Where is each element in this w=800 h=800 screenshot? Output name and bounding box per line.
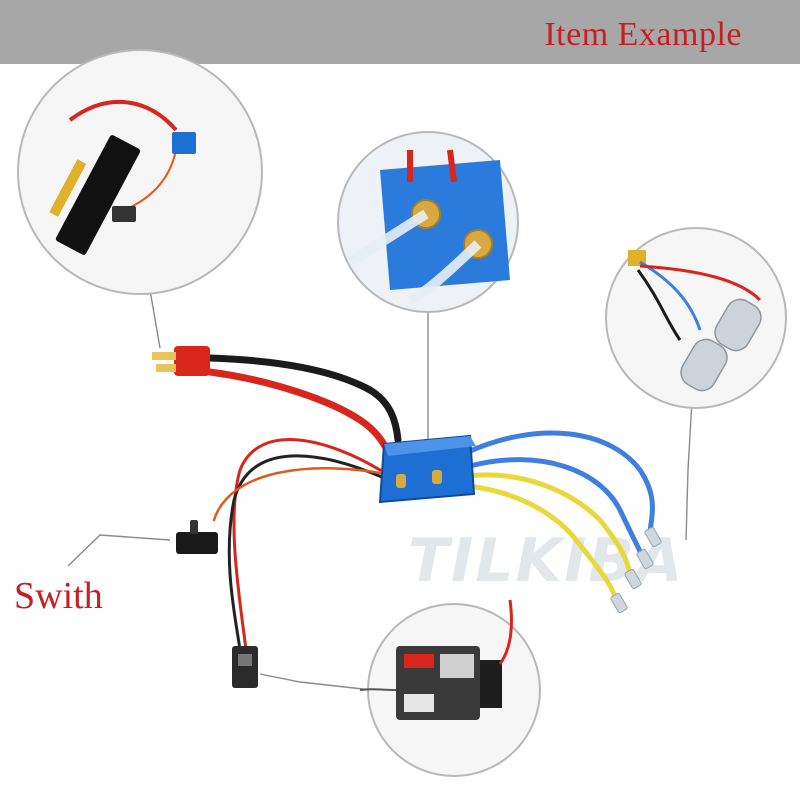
switch-body — [176, 532, 218, 554]
esc-unit — [378, 434, 476, 504]
receiver-detail-circle — [359, 599, 541, 777]
receiver-plug-pins — [238, 654, 252, 666]
motor-2 — [680, 338, 728, 392]
t-plug-body — [174, 346, 210, 376]
receiver-black-wire — [227, 454, 386, 652]
motor-callout-line — [685, 399, 693, 541]
switch-wire — [212, 466, 388, 522]
mini-esc — [172, 132, 196, 154]
battery-label-stripe — [49, 159, 87, 217]
t-plug-pin-2 — [156, 364, 176, 372]
battery-pack — [55, 135, 141, 255]
receiver-callout-line — [259, 673, 373, 691]
callout-lines — [67, 262, 693, 691]
motor-yellow-wire-1 — [465, 472, 633, 578]
motor-connectors — [610, 526, 662, 614]
motor-1 — [714, 298, 762, 352]
water-cooling-detail-circle — [337, 131, 519, 313]
motor-blue-wire-2 — [467, 457, 645, 559]
receiver-red-wire — [232, 438, 382, 652]
motor-yellow-wire-2 — [463, 483, 619, 603]
battery-detail-circle — [17, 49, 263, 295]
receiver-pins — [480, 660, 502, 708]
mini-receiver — [112, 206, 136, 222]
receiver-plug — [232, 646, 258, 688]
switch-callout-line — [67, 534, 171, 567]
motor-blue-wire-1 — [465, 430, 655, 537]
t-plug-pin-1 — [152, 352, 176, 360]
power-switch — [176, 520, 218, 554]
motor-detail-circle — [605, 227, 787, 409]
t-plug-connector — [152, 346, 210, 376]
esc-top-face — [384, 436, 476, 456]
esc-water-nozzle-1 — [396, 474, 406, 488]
esc-wires — [206, 354, 655, 652]
battery-red-wire — [206, 368, 392, 456]
switch-label: Swith — [14, 575, 103, 617]
esc-water-nozzle-2 — [432, 470, 442, 484]
battery-black-wire — [206, 354, 402, 444]
receiver-plug-body — [232, 646, 258, 688]
switch-toggle — [190, 520, 198, 534]
banner-title: Item Example — [544, 16, 742, 53]
